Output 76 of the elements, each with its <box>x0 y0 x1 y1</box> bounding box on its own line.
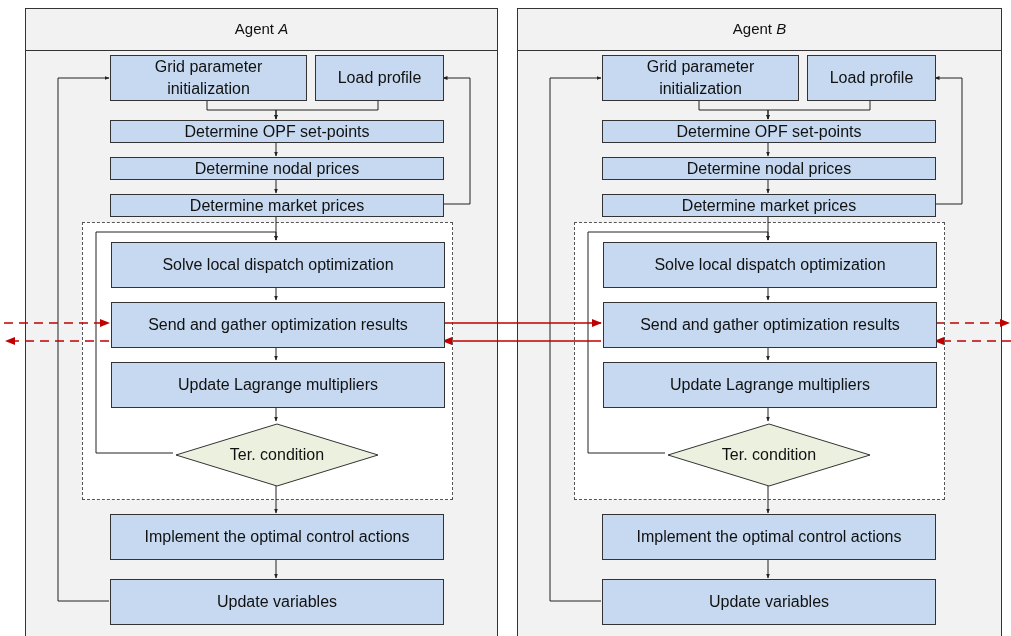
process-box <box>602 514 936 560</box>
step-label: Grid parameter initialization <box>645 57 756 99</box>
process-box <box>110 194 444 217</box>
arrow <box>766 141 770 157</box>
arrow <box>274 178 278 194</box>
step-label: Load profile <box>336 68 423 88</box>
arrow <box>4 336 110 346</box>
arrow <box>442 318 603 328</box>
process-box <box>602 194 936 217</box>
arrow <box>766 484 770 514</box>
arrow <box>766 285 770 301</box>
process-box <box>110 55 307 101</box>
process-box <box>602 55 799 101</box>
agent-panel <box>25 8 498 636</box>
step-label: Determine market prices <box>680 195 858 216</box>
arrow <box>274 141 278 157</box>
step-label: Implement the optimal control actions <box>143 527 411 547</box>
process-box <box>603 362 937 408</box>
step-label: Update variables <box>215 592 339 612</box>
decision-diamond <box>667 423 871 487</box>
step-label: Solve local dispatch optimization <box>653 255 887 275</box>
arrow <box>766 99 871 120</box>
agent-panel <box>517 8 1002 636</box>
process-box <box>110 579 444 625</box>
arrow <box>95 231 278 454</box>
arrow <box>766 345 770 361</box>
agent-title: Agent A <box>234 19 289 40</box>
decision-label: Ter. condition <box>229 445 325 465</box>
process-box <box>111 362 445 408</box>
decision-label: Ter. condition <box>721 445 817 465</box>
process-box <box>602 157 936 180</box>
process-box <box>110 120 444 143</box>
process-box <box>603 242 937 288</box>
arrow <box>766 178 770 194</box>
process-box <box>110 157 444 180</box>
process-box <box>603 302 937 348</box>
step-label: Send and gather optimization results <box>147 315 409 335</box>
agent-title: Agent B <box>732 19 787 40</box>
step-label: Determine market prices <box>188 195 366 216</box>
step-label: Determine OPF set-points <box>675 121 863 142</box>
arrow <box>3 318 111 328</box>
arrow <box>57 76 110 602</box>
arrow <box>549 76 602 602</box>
arrow <box>274 405 278 422</box>
arrow <box>934 76 963 205</box>
arrow <box>274 285 278 301</box>
arrow <box>766 405 770 422</box>
step-label: Update Lagrange multipliers <box>668 375 872 395</box>
step-label: Solve local dispatch optimization <box>161 255 395 275</box>
loop-region <box>574 222 945 500</box>
process-box <box>602 120 936 143</box>
arrow <box>274 345 278 361</box>
process-box <box>602 579 936 625</box>
process-box <box>111 242 445 288</box>
decision-diamond <box>175 423 379 487</box>
arrow <box>766 558 770 579</box>
process-box <box>315 55 444 101</box>
step-label: Update variables <box>707 592 831 612</box>
process-box <box>110 514 444 560</box>
process-box <box>807 55 936 101</box>
step-label: Grid parameter initialization <box>153 57 264 99</box>
step-label: Send and gather optimization results <box>639 315 901 335</box>
step-label: Implement the optimal control actions <box>635 527 903 547</box>
step-label: Load profile <box>828 68 915 88</box>
step-label: Determine nodal prices <box>685 158 853 179</box>
arrow <box>934 318 1011 328</box>
loop-region <box>82 222 453 500</box>
process-box <box>111 302 445 348</box>
arrow <box>274 99 379 120</box>
arrow <box>274 558 278 579</box>
arrow <box>442 76 471 205</box>
arrow <box>274 484 278 514</box>
arrow <box>587 231 770 454</box>
step-label: Determine OPF set-points <box>183 121 371 142</box>
step-label: Determine nodal prices <box>193 158 361 179</box>
step-label: Update Lagrange multipliers <box>176 375 380 395</box>
